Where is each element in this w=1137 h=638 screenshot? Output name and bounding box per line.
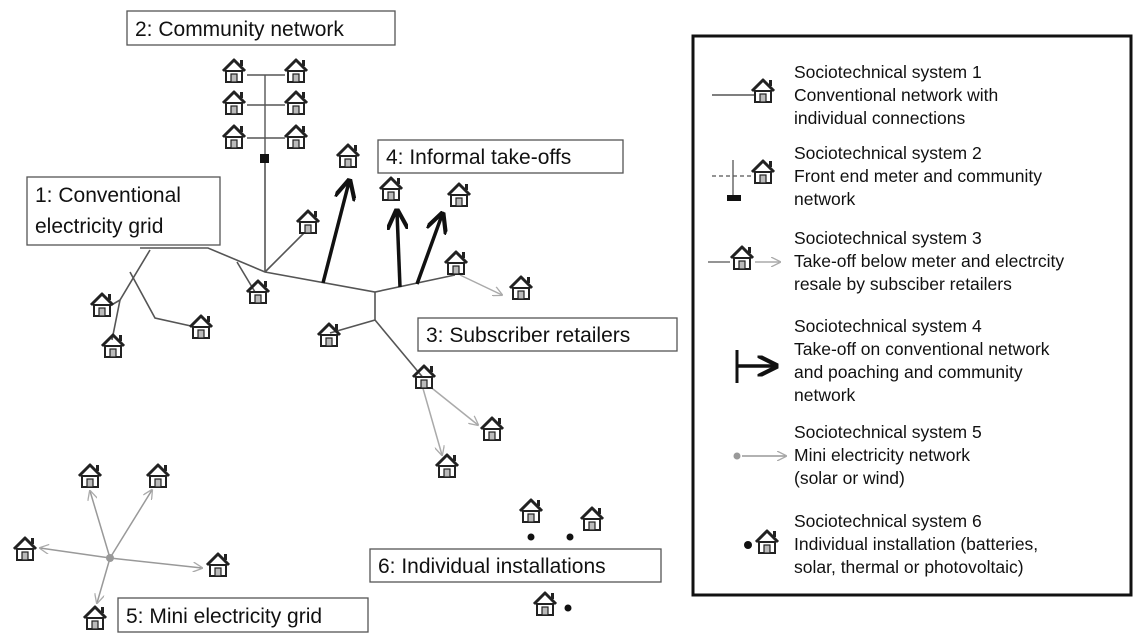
house-icon (89, 292, 115, 318)
house-icon (316, 322, 342, 348)
svg-text:2: Community network: 2: Community network (135, 18, 344, 41)
installation-dot (527, 533, 535, 541)
house-icon (221, 58, 247, 84)
house-icon (221, 90, 247, 116)
svg-text:Take-off below meter and elect: Take-off below meter and electrcity (794, 251, 1064, 271)
svg-text:electricity grid: electricity grid (35, 215, 163, 238)
svg-text:solar, thermal or photovoltaic: solar, thermal or photovoltaic) (794, 557, 1024, 577)
legend-item-system-2: Sociotechnical system 2 Front end meter … (712, 143, 1042, 209)
house-icon (378, 176, 404, 202)
svg-text:Take-off on conventional netwo: Take-off on conventional network (794, 339, 1050, 359)
house-icon (518, 498, 544, 524)
label-subscriber-retailers: 3: Subscriber retailers (417, 317, 678, 352)
house-icon (77, 463, 103, 489)
svg-text:Sociotechnical system 3: Sociotechnical system 3 (794, 228, 982, 248)
house-icon (188, 314, 214, 340)
informal-takeoff-arrows (321, 182, 442, 288)
house-icon (434, 453, 460, 479)
svg-text:Sociotechnical system 6: Sociotechnical system 6 (794, 511, 982, 531)
community-network-lines (247, 74, 285, 160)
legend: Sociotechnical system 1 Conventional net… (691, 34, 1133, 597)
house-icon (205, 552, 231, 578)
svg-text:(solar or wind): (solar or wind) (794, 468, 905, 488)
svg-text:Sociotechnical system 4: Sociotechnical system 4 (794, 316, 982, 336)
svg-text:Sociotechnical system 5: Sociotechnical system 5 (794, 422, 982, 442)
house-icon (479, 416, 505, 442)
house-icon (145, 463, 171, 489)
svg-text:individual connections: individual connections (794, 108, 965, 128)
label-community-network: 2: Community network (126, 10, 396, 46)
svg-text:3: Subscriber retailers: 3: Subscriber retailers (426, 324, 630, 347)
label-mini-grid: 5: Mini electricity grid (117, 597, 369, 633)
svg-text:5: Mini electricity grid: 5: Mini electricity grid (126, 605, 322, 628)
legend-item-system-6: Sociotechnical system 6 Individual insta… (744, 511, 1038, 577)
house-icon (446, 182, 472, 208)
legend-item-system-4: Sociotechnical system 4 Take-off on conv… (735, 316, 1050, 405)
house-icon (82, 605, 108, 631)
mini-grid-arrows (40, 490, 202, 603)
svg-text:4: Informal take-offs: 4: Informal take-offs (386, 146, 571, 169)
house-icon (283, 90, 309, 116)
subscriber-retailer-arrows (421, 274, 502, 455)
house-icon (221, 124, 247, 150)
house-icon (443, 250, 469, 276)
svg-text:Mini electricity network: Mini electricity network (794, 445, 970, 465)
mini-grid-generator (106, 554, 114, 562)
house-icon (283, 58, 309, 84)
house-icon (579, 506, 605, 532)
label-individual-installations: 6: Individual installations (369, 548, 662, 583)
svg-text:Sociotechnical system 1: Sociotechnical system 1 (794, 62, 982, 82)
installation-dot (566, 533, 574, 541)
house-icon (335, 143, 361, 169)
house-icon (283, 124, 309, 150)
svg-text:Front end meter and community: Front end meter and community (794, 166, 1042, 186)
svg-text:6: Individual installations: 6: Individual installations (378, 555, 606, 578)
svg-text:Sociotechnical system 2: Sociotechnical system 2 (794, 143, 982, 163)
legend-item-system-1: Sociotechnical system 1 Conventional net… (712, 62, 998, 128)
house-icon (532, 591, 558, 617)
svg-text:network: network (794, 385, 856, 405)
house-icon (295, 209, 321, 235)
house-icon (508, 275, 534, 301)
legend-item-system-5: Sociotechnical system 5 Mini electricity… (733, 422, 982, 488)
front-end-meter (260, 154, 269, 163)
svg-text:Conventional network with: Conventional network with (794, 85, 998, 105)
installation-dot (564, 604, 572, 612)
svg-text:Individual installation (batte: Individual installation (batteries, (794, 534, 1038, 554)
svg-text:network: network (794, 189, 856, 209)
svg-text:1: Conventional: 1: Conventional (35, 184, 181, 207)
meter-icon (727, 195, 741, 201)
label-informal-takeoffs: 4: Informal take-offs (377, 139, 624, 174)
house-icon (12, 536, 38, 562)
label-conventional-grid: 1: Conventional electricity grid (26, 176, 221, 246)
legend-item-system-3: Sociotechnical system 3 Take-off below m… (708, 228, 1064, 294)
svg-text:and poaching and community: and poaching and community (794, 362, 1023, 382)
svg-text:resale by subsciber retailers: resale by subsciber retailers (794, 274, 1012, 294)
